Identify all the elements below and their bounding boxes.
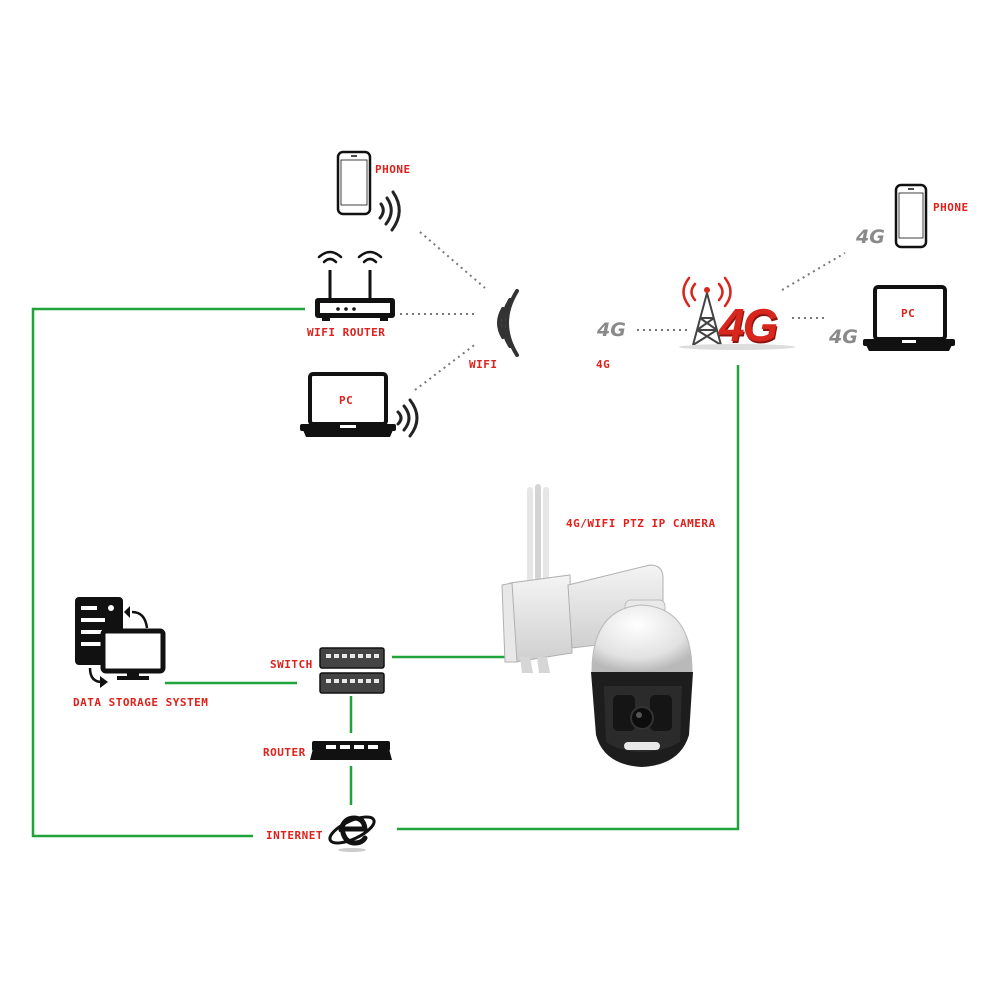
laptop-wifi-waves-icon [396,398,419,438]
wifi-signal-icon [497,289,519,357]
pc-right-label: PC [901,307,916,320]
phone-icon [336,150,372,216]
router-label: ROUTER [263,746,306,759]
wireless-links [400,231,846,391]
four-g-caption-label: 4G [596,358,611,371]
dotted-tower-to-phone [781,252,846,291]
router-icon [310,741,392,760]
link-router-to-internet [31,307,305,838]
dotted-pc-to-wifi [414,342,478,391]
cell-tower-icon [679,276,795,350]
phone-top-label: PHONE [375,163,411,176]
phone-wifi-waves-icon [378,190,401,232]
dotted-phone-to-wifi [419,231,486,289]
four-g-badge-left: 4G [597,319,626,341]
four-g-tower-text: 4G [719,299,778,351]
wifi-router-icon [315,250,395,321]
camera-label: 4G/WIFI PTZ IP CAMERA [566,517,716,530]
wifi-label: WIFI [469,358,498,371]
wifi-router-label: WIFI ROUTER [307,326,386,339]
ptz-camera-icon [501,484,693,767]
pc-left-label: PC [339,394,354,407]
laptop-icon [300,372,396,437]
internet-label: INTERNET [266,829,323,842]
phone-right-icon [894,183,928,249]
four-g-badge-pc: 4G [829,326,858,348]
laptop-right-icon [863,285,955,351]
internet-explorer-icon [328,815,376,852]
wired-links [31,307,740,838]
server-monitor-icon [75,597,166,688]
phone-right-label: PHONE [933,201,969,214]
switch-label: SWITCH [270,658,313,671]
four-g-badge-phone: 4G [856,226,885,248]
network-switch-icon [319,647,385,694]
link-4g-to-internet [397,365,740,831]
data-storage-label: DATA STORAGE SYSTEM [73,696,209,709]
